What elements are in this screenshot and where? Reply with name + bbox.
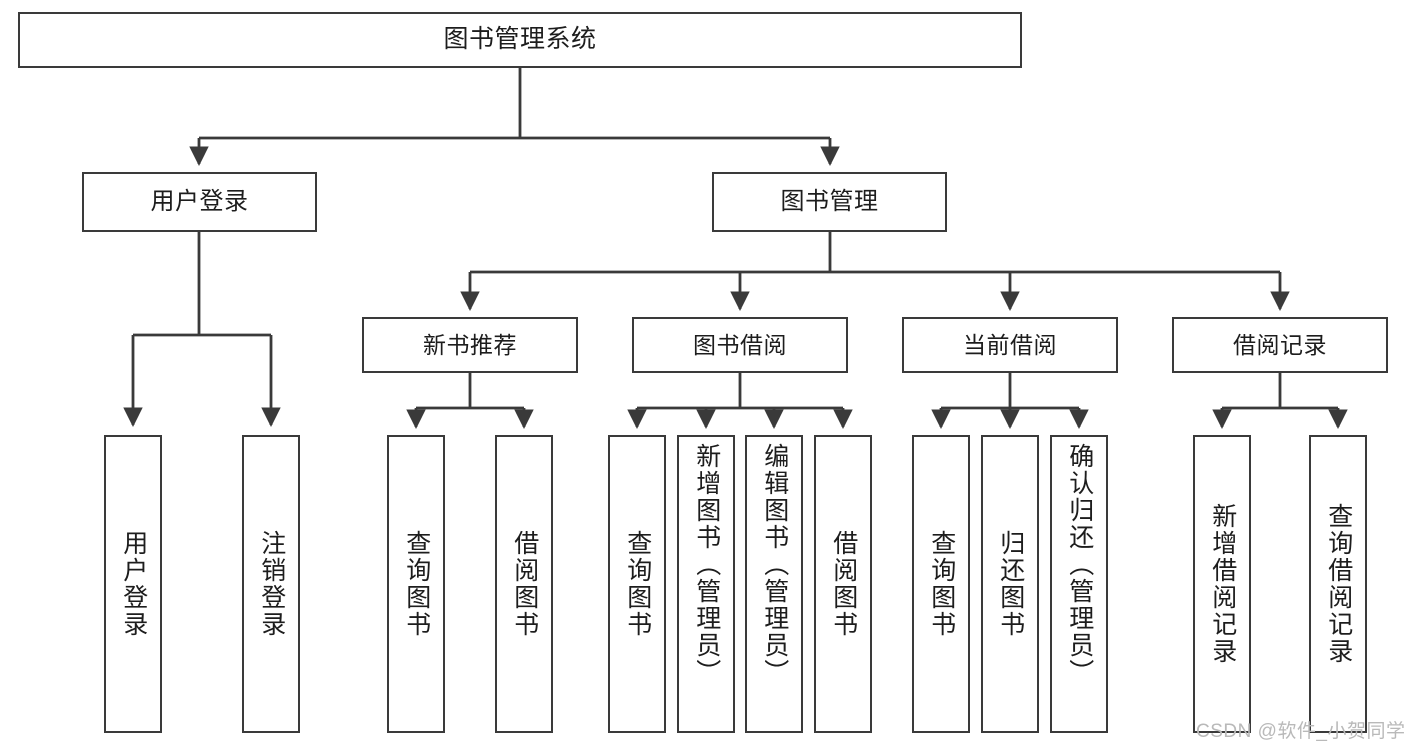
node-book-management[interactable]: 图书管理 (712, 172, 947, 232)
node-label: 图书管理系统 (443, 25, 597, 54)
node-borrow-record[interactable]: 借阅记录 (1172, 317, 1388, 373)
csdn-watermark: CSDN @软件_小贺同学 (1196, 721, 1405, 742)
node-label: 查询图书 (623, 530, 652, 638)
node-current-borrow[interactable]: 当前借阅 (902, 317, 1118, 373)
leaf-query-book-borrow[interactable]: 查询图书 (608, 435, 666, 733)
leaf-return-book[interactable]: 归还图书 (981, 435, 1039, 733)
leaf-confirm-return-admin[interactable]: 确认归还（管理员） (1050, 435, 1108, 733)
leaf-query-book-current[interactable]: 查询图书 (912, 435, 970, 733)
leaf-borrow-book-recommend[interactable]: 借阅图书 (495, 435, 553, 733)
node-label: 借阅记录 (1233, 331, 1327, 358)
node-user-login[interactable]: 用户登录 (82, 172, 317, 232)
node-label: 确认归还（管理员） (1065, 443, 1094, 686)
node-label: 图书借阅 (693, 331, 787, 358)
node-label: 新增图书（管理员） (692, 443, 721, 686)
node-label: 查询图书 (927, 530, 956, 638)
node-label: 注销登录 (257, 530, 286, 638)
node-book-borrow[interactable]: 图书借阅 (632, 317, 848, 373)
node-label: 用户登录 (119, 530, 148, 638)
leaf-user-login[interactable]: 用户登录 (104, 435, 162, 733)
node-label: 用户登录 (150, 188, 249, 215)
node-label: 图书管理 (780, 188, 879, 215)
node-label: 编辑图书（管理员） (760, 443, 789, 686)
leaf-query-borrow-record[interactable]: 查询借阅记录 (1309, 435, 1367, 733)
leaf-query-book-recommend[interactable]: 查询图书 (387, 435, 445, 733)
node-label: 新书推荐 (423, 331, 517, 358)
leaf-add-book-admin[interactable]: 新增图书（管理员） (677, 435, 735, 733)
node-label: 借阅图书 (829, 530, 858, 638)
node-label: 归还图书 (996, 530, 1025, 638)
leaf-edit-book-admin[interactable]: 编辑图书（管理员） (745, 435, 803, 733)
leaf-user-logout[interactable]: 注销登录 (242, 435, 300, 733)
node-label: 当前借阅 (963, 331, 1057, 358)
node-label: 新增借阅记录 (1208, 503, 1237, 665)
node-root-system[interactable]: 图书管理系统 (18, 12, 1022, 68)
leaf-borrow-book[interactable]: 借阅图书 (814, 435, 872, 733)
node-label: 查询借阅记录 (1324, 503, 1353, 665)
node-label: 查询图书 (402, 530, 431, 638)
node-label: 借阅图书 (510, 530, 539, 638)
node-new-book-recommend[interactable]: 新书推荐 (362, 317, 578, 373)
leaf-add-borrow-record[interactable]: 新增借阅记录 (1193, 435, 1251, 733)
